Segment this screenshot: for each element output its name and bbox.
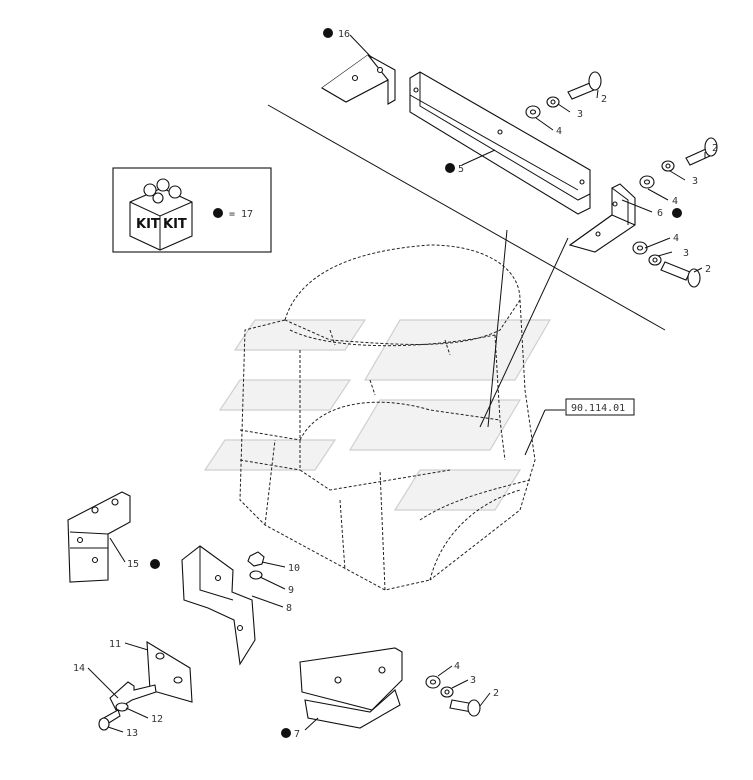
callout-2d: 2 xyxy=(493,688,499,699)
callout-13: 13 xyxy=(126,728,138,739)
assembly-lines xyxy=(267,104,666,456)
callout-12: 12 xyxy=(151,714,163,725)
part-6-bracket xyxy=(568,183,636,253)
part-5-rail xyxy=(409,71,591,215)
callout-2b: 2 xyxy=(712,143,718,154)
hardware-set-a xyxy=(525,71,602,119)
callout-16: 16 xyxy=(338,29,350,40)
reference-box: 90.114.01 xyxy=(571,403,625,414)
callout-2a: 2 xyxy=(601,94,607,105)
part-8-bracket xyxy=(181,545,256,666)
callout-dot-16 xyxy=(323,28,333,38)
callout-10: 10 xyxy=(288,563,300,574)
callout-6: 6 xyxy=(657,208,663,219)
callout-3d: 3 xyxy=(470,675,476,686)
reference-box-group: 90.114.01 xyxy=(565,398,635,416)
kit-callout: = 17 xyxy=(229,209,253,220)
callout-2c: 2 xyxy=(705,264,711,275)
hardware-nut-washer xyxy=(247,551,265,580)
part-11-plate xyxy=(146,640,193,703)
part-16-bracket xyxy=(320,54,396,105)
callout-3a: 3 xyxy=(577,109,583,120)
callout-3b: 3 xyxy=(692,176,698,187)
part-7-bracket xyxy=(299,647,403,729)
callout-4b: 4 xyxy=(672,196,678,207)
callout-11: 11 xyxy=(109,639,121,650)
callout-15: 15 xyxy=(127,559,139,570)
hardware-set-b xyxy=(639,137,718,189)
callout-4c: 4 xyxy=(673,233,679,244)
callout-dot-15 xyxy=(150,559,160,569)
callout-8: 8 xyxy=(286,603,292,614)
callout-9: 9 xyxy=(288,585,294,596)
callout-7: 7 xyxy=(294,729,300,740)
hardware-set-c xyxy=(632,241,701,288)
callout-dot-5 xyxy=(445,163,455,173)
leader-lines xyxy=(87,34,706,733)
callout-5: 5 xyxy=(458,164,464,175)
callout-dot-7 xyxy=(281,728,291,738)
kit-label-left: KIT xyxy=(136,217,160,232)
kit-callout-dot xyxy=(213,208,223,218)
callout-4a: 4 xyxy=(556,126,562,137)
callout-14: 14 xyxy=(73,663,85,674)
part-15-bracket xyxy=(67,491,131,583)
hardware-set-d xyxy=(425,675,481,717)
cab-outline xyxy=(239,244,536,591)
hardware-bolt-washer-small xyxy=(98,702,129,731)
watermark-logo xyxy=(203,319,552,511)
callout-4d: 4 xyxy=(454,661,460,672)
kit-label-right: KIT xyxy=(163,217,187,232)
callout-dot-6 xyxy=(672,208,682,218)
callout-3c: 3 xyxy=(683,248,689,259)
kit-box: KIT KIT = 17 xyxy=(112,167,272,253)
